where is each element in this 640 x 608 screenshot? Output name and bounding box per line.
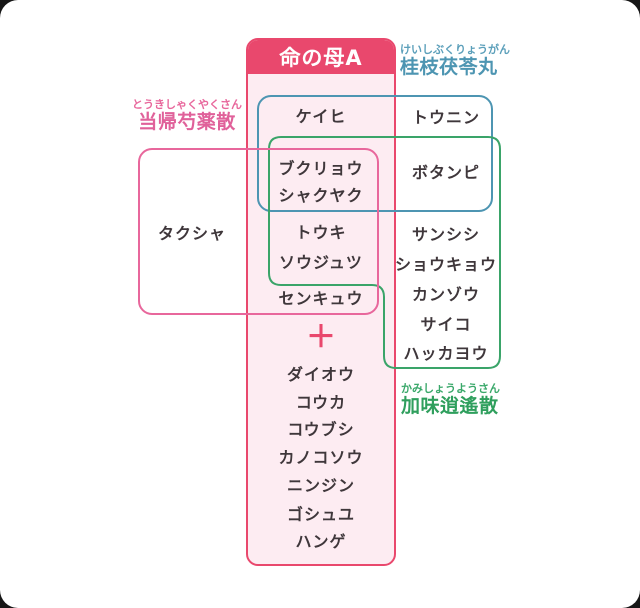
name-toukishakuyakusan: 当帰芍薬散 [138, 110, 236, 133]
ingredient-shakuyaku: シャクヤク [278, 186, 364, 205]
ingredient-sanshishi: サンシシ [411, 225, 481, 244]
ingredient-tounin: トウニン [411, 108, 481, 127]
ingredient-senkyuu: センキュウ [278, 289, 364, 308]
product-title-bar: 命の母A [248, 40, 394, 74]
name-keishibukuryogan: 桂枝茯苓丸 [400, 55, 498, 78]
furigana-toukishakuyakusan: とうきしゃくやくさん [132, 98, 242, 111]
ingredient-daiou: ダイオウ [286, 365, 356, 384]
ingredient-koubushi: コウブシ [287, 420, 355, 439]
toukishakuyakusan-outline [138, 148, 379, 315]
ingredient-soujutsu: ソウジュツ [279, 253, 363, 272]
ingredient-keihi: ケイヒ [295, 107, 347, 126]
ingredient-kanokosou: カノコソウ [278, 448, 364, 467]
plus-sign: ＋ [306, 320, 336, 355]
ingredient-goshuyu: ゴシュユ [286, 505, 356, 524]
label-kamishoyosan: かみしょうようさん 加味逍遙散 [401, 383, 500, 416]
label-keishibukuryogan: けいしぶくりょうがん 桂枝茯苓丸 [400, 44, 510, 77]
ingredient-touki: トウキ [295, 223, 347, 242]
ingredient-ninjin: ニンジン [286, 476, 356, 495]
label-toukishakuyakusan: とうきしゃくやくさん 当帰芍薬散 [117, 99, 257, 132]
ingredient-kouka: コウカ [295, 393, 347, 412]
ingredient-kanzou: カンゾウ [411, 285, 481, 304]
furigana-keishibukuryogan: けいしぶくりょうがん [400, 43, 510, 56]
ingredient-botanpi: ボタンピ [411, 163, 481, 182]
ingredient-takusha: タクシャ [157, 224, 227, 243]
ingredient-hakkayou: ハッカヨウ [403, 344, 489, 363]
furigana-kamishoyosan: かみしょうようさん [401, 382, 500, 395]
ingredient-saiko: サイコ [420, 315, 472, 334]
ingredient-hange: ハンゲ [295, 532, 347, 551]
ingredient-bukuryou: ブクリョウ [278, 159, 364, 178]
name-kamishoyosan: 加味逍遙散 [401, 394, 499, 417]
ingredient-shoukyou: ショウキョウ [394, 255, 498, 274]
product-title: 命の母A [279, 46, 363, 70]
